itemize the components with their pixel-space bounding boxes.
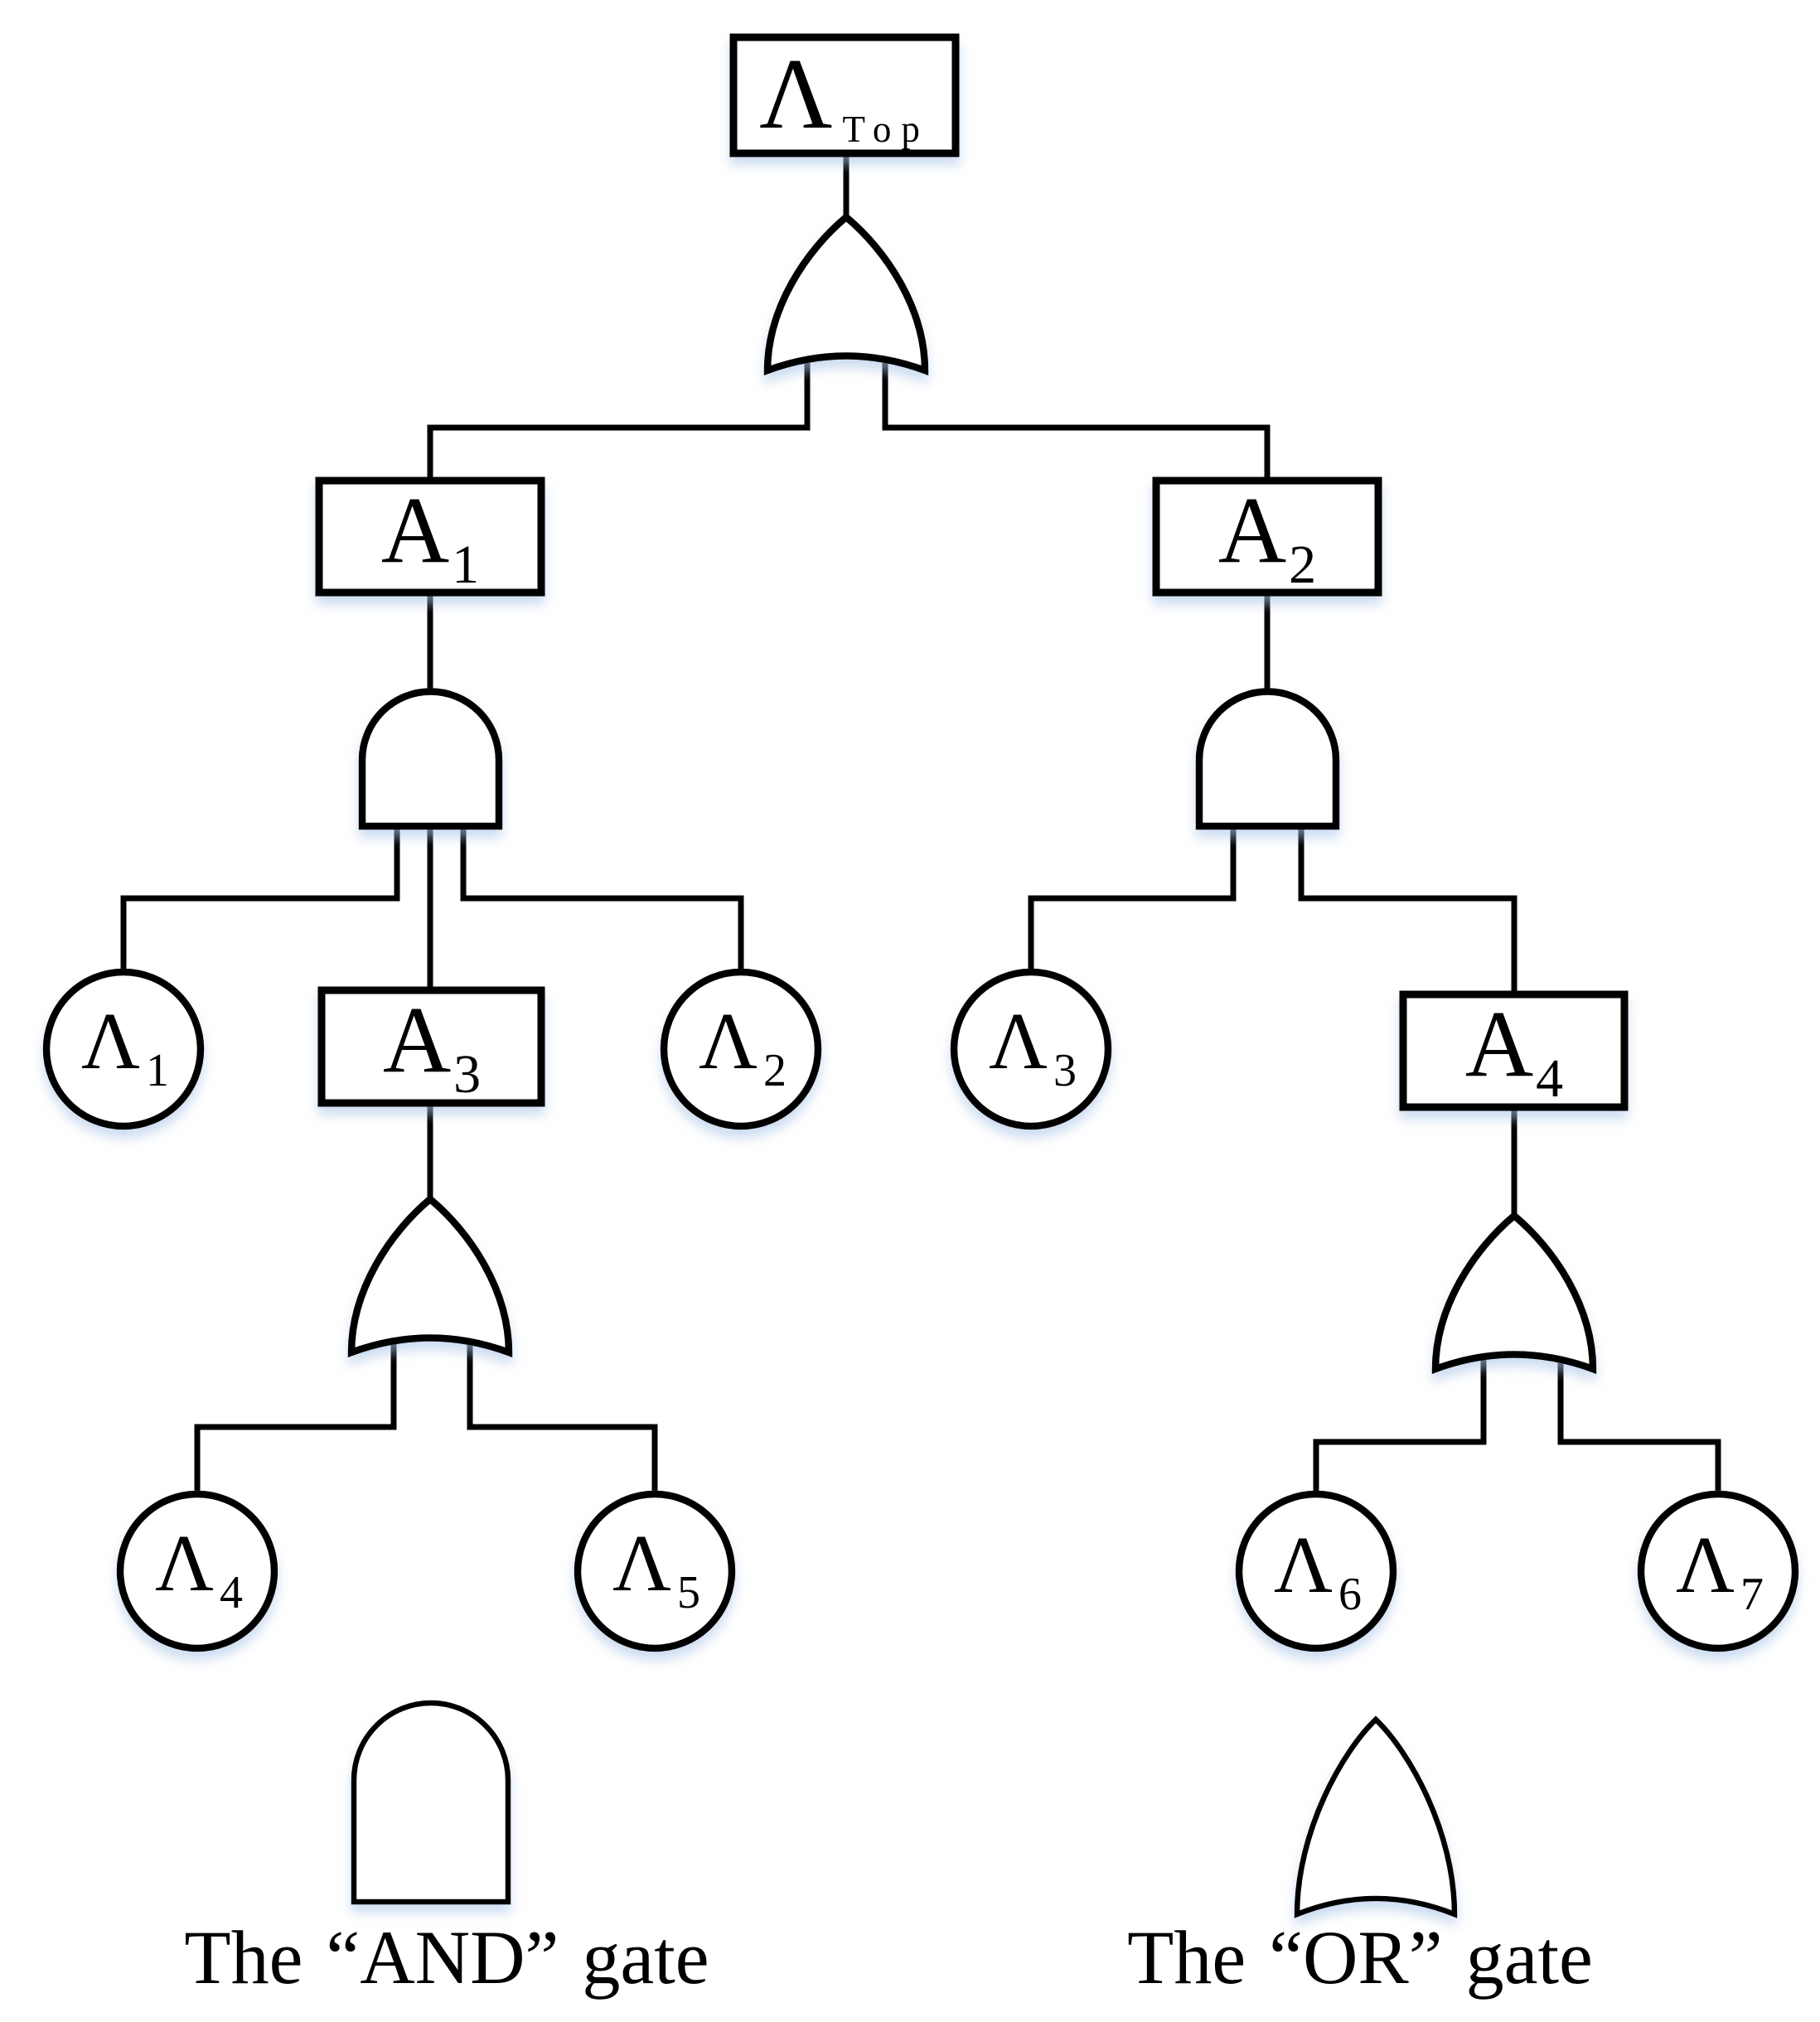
and-gate-a2 bbox=[1195, 688, 1340, 830]
basic-event-circle-l2 bbox=[660, 968, 822, 1130]
connectors bbox=[120, 150, 1721, 1497]
basic-events bbox=[42, 968, 1799, 1652]
event-label-a3: A3 bbox=[382, 986, 482, 1105]
top-event-subscript: Top bbox=[842, 109, 930, 151]
basic-event-circle-l7 bbox=[1637, 1490, 1799, 1652]
and-gate-a1 bbox=[358, 688, 503, 830]
legend-and-quoted: “AND” bbox=[326, 1915, 559, 2000]
legend-or-prefix: The bbox=[1127, 1915, 1246, 2000]
basic-event-circle-l1 bbox=[42, 968, 205, 1130]
event-label-a4: A4 bbox=[1464, 990, 1564, 1110]
event-box-a3 bbox=[317, 986, 545, 1107]
or-gate-top bbox=[763, 212, 929, 376]
legend-or-suffix: gate bbox=[1465, 1915, 1593, 2000]
connector-and3-to-l3 bbox=[1028, 823, 1237, 975]
top-event-box bbox=[729, 33, 960, 157]
legend-and-gate-shape bbox=[351, 1700, 511, 1905]
basic-event-circle-l4 bbox=[116, 1490, 278, 1652]
legend-shapes bbox=[351, 1700, 1458, 1918]
connector-and2-to-l1 bbox=[120, 823, 400, 975]
event-boxes bbox=[315, 33, 1629, 1111]
legend-and-suffix: gate bbox=[582, 1915, 709, 2000]
legend-or-quoted: “OR” bbox=[1269, 1915, 1443, 2000]
event-box-a2 bbox=[1152, 476, 1382, 597]
top-event-symbol: Λ bbox=[759, 37, 833, 150]
connector-or4-to-l4 bbox=[194, 1336, 397, 1497]
connector-and3-to-a4 bbox=[1298, 823, 1517, 998]
connector-or1-to-a2 bbox=[882, 358, 1271, 482]
connector-or5-to-l6 bbox=[1313, 1352, 1487, 1497]
legend-or-caption: The“OR”gate bbox=[1127, 1919, 1593, 1995]
legend-and-caption: The“AND”gate bbox=[184, 1919, 709, 1995]
connector-or1-to-a1 bbox=[427, 358, 811, 482]
connector-or5-to-l7 bbox=[1557, 1352, 1721, 1497]
basic-event-circle-l3 bbox=[950, 968, 1112, 1130]
connector-and2-to-l2 bbox=[460, 823, 744, 975]
or-gate-a3 bbox=[347, 1194, 513, 1358]
event-label-a1: A1 bbox=[380, 476, 480, 596]
basic-event-circle-l6 bbox=[1235, 1490, 1397, 1652]
legend-and-prefix: The bbox=[184, 1915, 303, 2000]
legend-or-gate-shape bbox=[1294, 1715, 1458, 1918]
event-box-a4 bbox=[1399, 990, 1629, 1111]
connector-or4-to-l5 bbox=[467, 1336, 658, 1497]
basic-event-circle-l5 bbox=[574, 1490, 736, 1652]
or-gate-a4 bbox=[1431, 1211, 1597, 1375]
gates bbox=[347, 212, 1597, 1375]
event-label-a2: A2 bbox=[1217, 476, 1317, 596]
event-box-a1 bbox=[315, 476, 545, 597]
